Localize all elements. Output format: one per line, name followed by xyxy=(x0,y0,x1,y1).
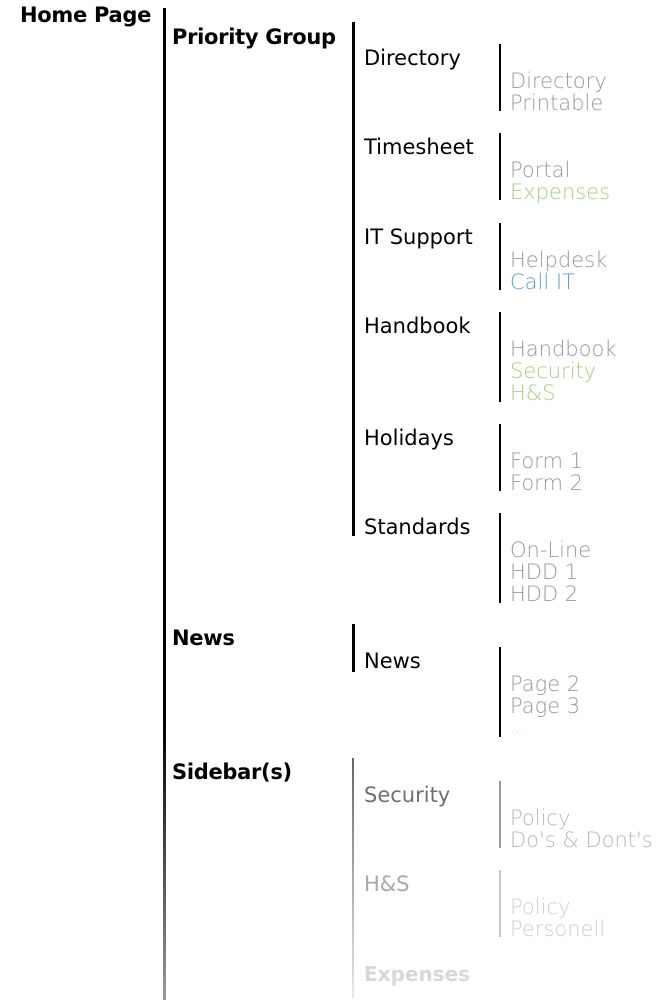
item-standards: Standards xyxy=(364,515,471,539)
leaf-dos-donts: Do's & Dont's xyxy=(510,828,653,852)
handbook-leaves: Handbook Security H&S xyxy=(510,338,617,404)
leaf-hdd-1: HDD 1 xyxy=(510,560,579,584)
leaf-security: Security xyxy=(510,359,597,383)
section-priority-group: Priority Group xyxy=(172,25,336,49)
leaf-ellipsis: ... xyxy=(510,718,526,737)
security-connector-line xyxy=(499,781,501,848)
section-news: News xyxy=(172,626,235,650)
section-sidebars: Sidebar(s) xyxy=(172,760,292,784)
leaf-portal: Portal xyxy=(510,158,571,182)
hs-leaves: Policy Personell xyxy=(510,896,605,940)
holidays-connector-line xyxy=(499,424,501,491)
leaf-form-2: Form 2 xyxy=(510,471,583,495)
sidebars-connector-line xyxy=(352,758,354,998)
standards-leaves: On-Line HDD 1 HDD 2 xyxy=(510,539,591,605)
it-support-connector-line xyxy=(499,223,501,290)
handbook-connector-line xyxy=(499,312,501,402)
leaf-page-3: Page 3 xyxy=(510,694,581,718)
news-connector-line xyxy=(352,624,355,672)
standards-connector-line xyxy=(499,513,501,603)
holidays-leaves: Form 1 Form 2 xyxy=(510,450,583,494)
hs-connector-line xyxy=(499,870,501,937)
timesheet-connector-line xyxy=(499,133,501,200)
leaf-on-line: On-Line xyxy=(510,538,592,562)
leaf-policy: Policy xyxy=(510,806,571,830)
leaf-hs: H&S xyxy=(510,381,556,405)
leaf-form-1: Form 1 xyxy=(510,449,583,473)
timesheet-leaves: Portal Expenses xyxy=(510,159,610,203)
directory-leaves: Directory Printable xyxy=(510,70,607,114)
news-item-connector-line xyxy=(499,647,501,737)
root-connector-line xyxy=(163,8,166,1000)
leaf-personell: Personell xyxy=(510,917,606,941)
leaf-hdd-2: HDD 2 xyxy=(510,582,579,606)
leaf-helpdesk: Helpdesk xyxy=(510,248,608,272)
item-news: News xyxy=(364,649,421,673)
priority-group-connector-line xyxy=(352,22,355,536)
it-support-leaves: Helpdesk Call IT xyxy=(510,249,607,293)
item-expenses: Expenses xyxy=(364,962,471,986)
directory-connector-line xyxy=(499,44,501,111)
item-holidays: Holidays xyxy=(364,426,454,450)
item-security: Security xyxy=(364,783,451,807)
leaf-printable: Printable xyxy=(510,91,604,115)
leaf-call-it: Call IT xyxy=(510,270,575,294)
item-handbook: Handbook xyxy=(364,314,471,338)
item-hs: H&S xyxy=(364,872,410,896)
item-directory: Directory xyxy=(364,46,461,70)
leaf-page-2: Page 2 xyxy=(510,672,581,696)
leaf-expenses: Expenses xyxy=(510,180,611,204)
security-leaves: Policy Do's & Dont's xyxy=(510,807,653,851)
root-title: Home Page xyxy=(20,3,152,27)
leaf-directory: Directory xyxy=(510,69,607,93)
leaf-policy-2: Policy xyxy=(510,895,571,919)
news-leaves: Page 2 Page 3 ... xyxy=(510,673,580,739)
item-it-support: IT Support xyxy=(364,225,473,249)
leaf-handbook: Handbook xyxy=(510,337,617,361)
item-timesheet: Timesheet xyxy=(364,135,474,159)
